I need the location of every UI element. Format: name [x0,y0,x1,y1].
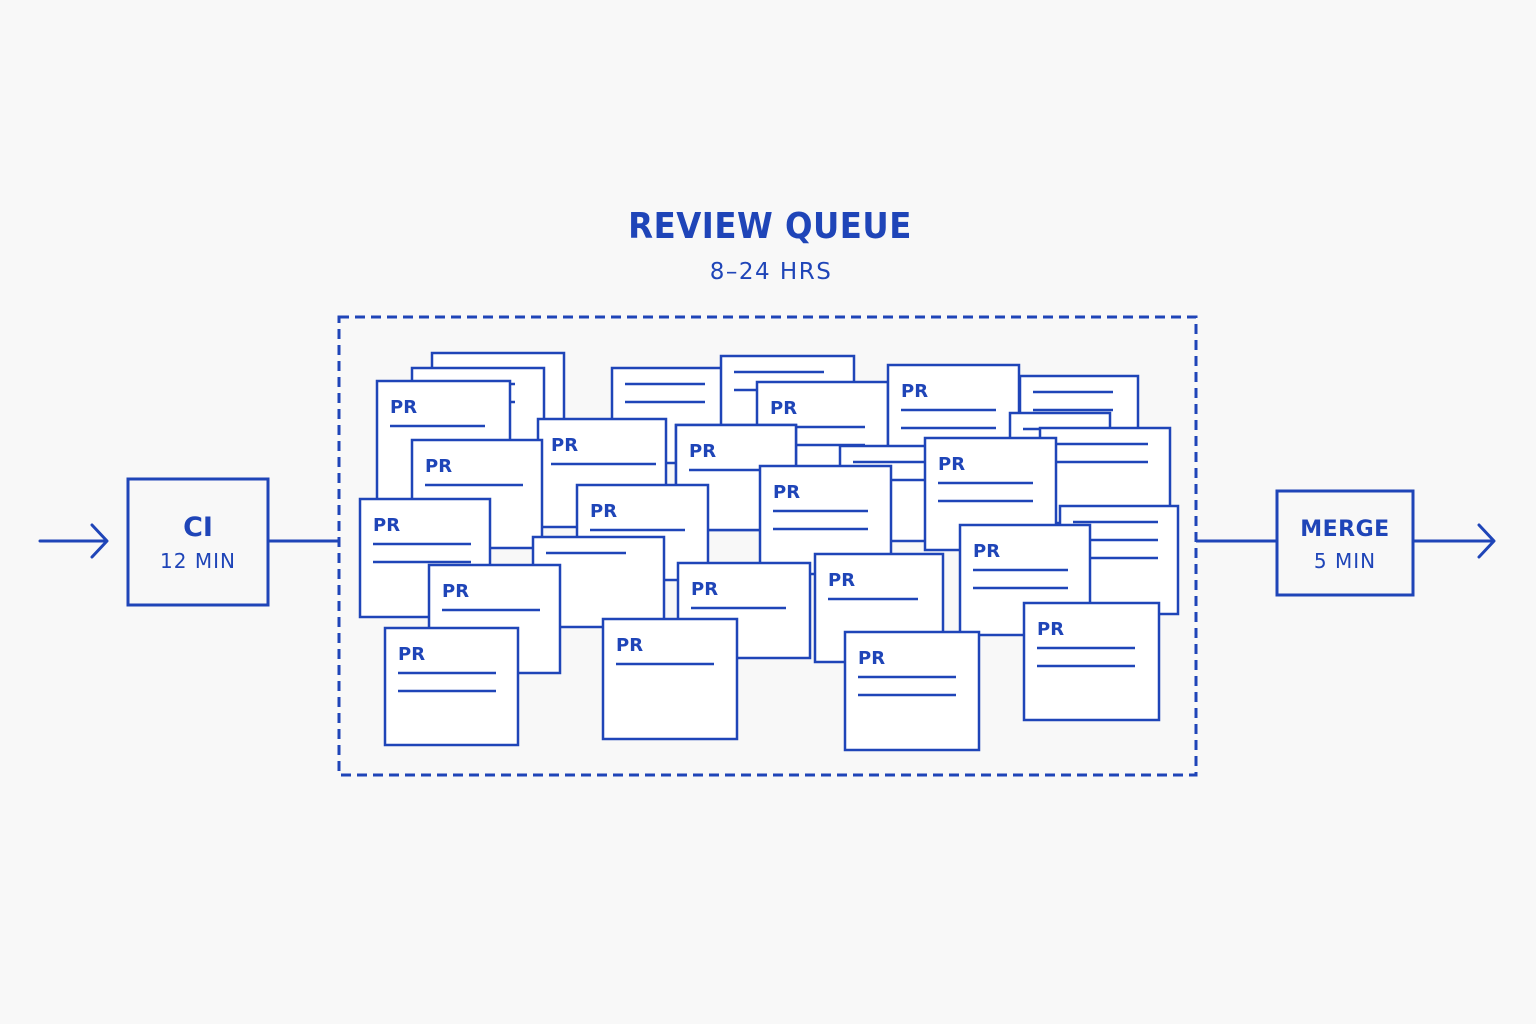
incoming-arrow [38,523,109,559]
pr-card-stack: PR PR PR PR PR PR PR PR PR PR PR PR PR PR PR PR PR PR [358,351,1180,752]
pr-card-label: PR [425,456,452,477]
merge-stage-label: MERGE [1300,517,1389,542]
pr-card-label: PR [551,435,578,456]
pr-card: PR [601,617,739,741]
pr-card: PR [758,464,893,576]
ci-stage-duration: 12 MIN [160,549,236,573]
review-queue-container [337,315,1198,777]
pr-card-label: PR [616,635,643,656]
pr-card-label: PR [901,381,928,402]
pr-card: PR [358,497,492,619]
pr-card: PR [1022,601,1161,722]
pr-card-label: PR [858,648,885,669]
pr-card: PR [383,626,520,747]
pr-card-label: PR [828,570,855,591]
pr-card-outline [601,617,739,741]
merge-stage-box: MERGE 5 MIN [1275,489,1415,597]
pr-card-label: PR [770,398,797,419]
outgoing-arrow [1411,523,1496,559]
review-queue-duration: 8–24 HRS [710,259,833,285]
pr-card-outline [843,630,981,752]
pr-card-label: PR [1037,619,1064,640]
pr-card: PR [843,630,981,752]
pr-card-label: PR [590,501,617,522]
pr-card-label: PR [373,515,400,536]
ci-stage-box: CI 12 MIN [126,477,270,607]
pr-card-label: PR [398,644,425,665]
pr-card-label: PR [689,441,716,462]
pr-card-label: PR [773,482,800,503]
pr-card-label: PR [973,541,1000,562]
ci-stage-label: CI [183,512,213,543]
pr-card-label: PR [938,454,965,475]
pr-card-outline [383,626,520,747]
pr-card-label: PR [442,581,469,602]
pr-card-label: PR [390,397,417,418]
review-queue-title: REVIEW QUEUE [628,206,912,247]
pr-card-label: PR [691,579,718,600]
pr-card-outline [1022,601,1161,722]
merge-stage-duration: 5 MIN [1314,549,1376,573]
